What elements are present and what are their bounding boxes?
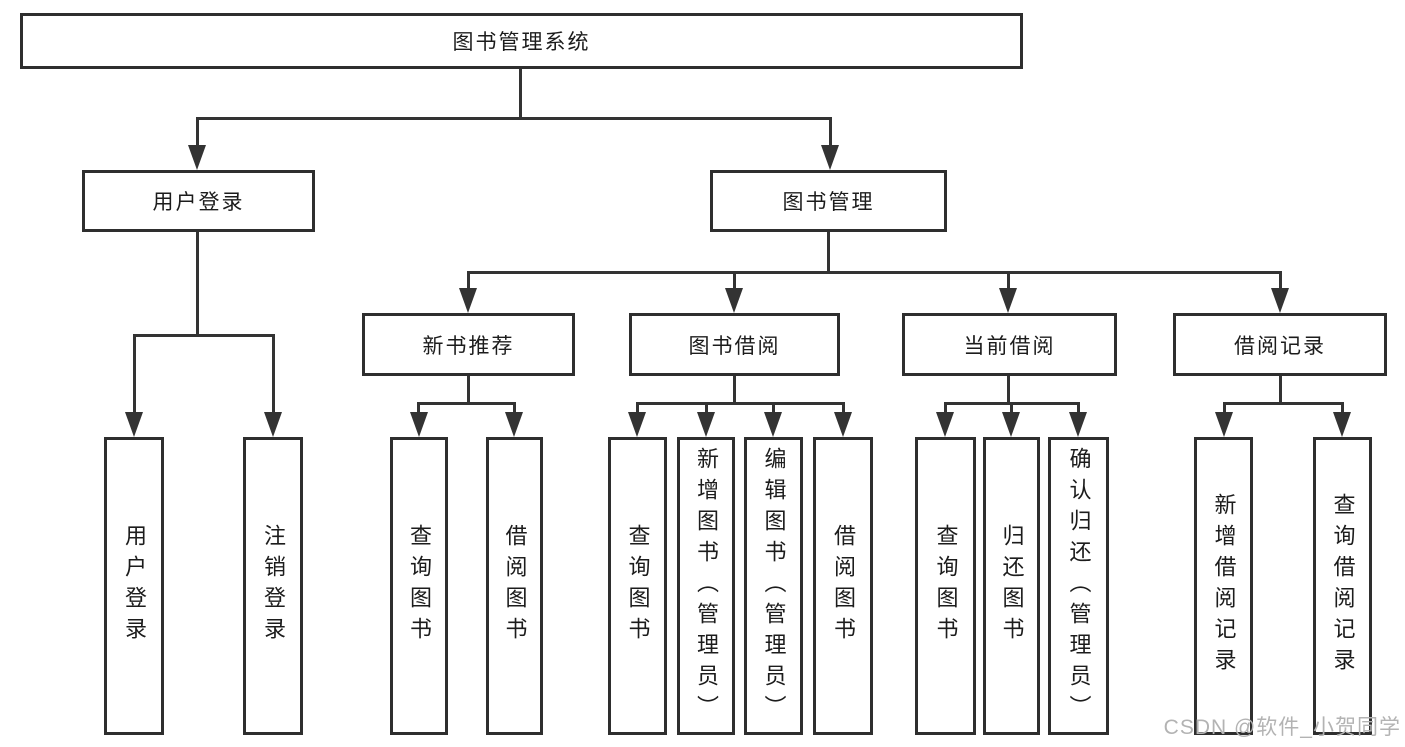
leaf-query-borrow-record: 查询借阅记录 — [1313, 437, 1372, 735]
arrowhead-leaf — [410, 412, 428, 437]
arrowhead-borrow-record — [1271, 288, 1289, 313]
leaf-user-login: 用户登录 — [104, 437, 164, 735]
csdn-watermark: CSDN @软件_小贺同学 — [1163, 716, 1401, 739]
leaf-label: 确认归还（管理员） — [1066, 446, 1092, 726]
arrowhead-leaf — [764, 412, 782, 437]
connector-drop-leaf — [1223, 402, 1226, 416]
node-library-management-system: 图书管理系统 — [20, 13, 1023, 69]
arrowhead-new-book — [459, 288, 477, 313]
leaf-label: 借阅图书 — [831, 524, 856, 648]
arrowhead-logout-leaf — [264, 412, 282, 437]
leaf-label: 查询图书 — [407, 524, 432, 648]
node-new-book-recommend: 新书推荐 — [362, 313, 575, 376]
arrowhead-leaf — [1215, 412, 1233, 437]
leaf-borrow-book: 借阅图书 — [813, 437, 873, 735]
leaf-label: 注销登录 — [261, 524, 286, 648]
connector-drop-leaf — [513, 402, 516, 416]
arrowhead-leaf — [1069, 412, 1087, 437]
leaf-confirm-return-admin: 确认归还（管理员） — [1048, 437, 1109, 735]
leaf-query-book-current: 查询图书 — [915, 437, 976, 735]
leaf-label: 新增借阅记录 — [1211, 493, 1237, 679]
node-label: 当前借阅 — [963, 334, 1056, 358]
node-user-login: 用户登录 — [82, 170, 315, 232]
arrowhead-leaf — [1333, 412, 1351, 437]
connector-root-branch — [196, 117, 832, 120]
arrowhead-login-leaf — [125, 412, 143, 437]
connector-user-login-stem — [196, 232, 199, 337]
leaf-label: 查询图书 — [933, 524, 959, 648]
leaf-label: 查询借阅记录 — [1330, 493, 1356, 679]
arrowhead-current-borrow — [999, 288, 1017, 313]
connector-current-borrow-stem — [1007, 376, 1010, 405]
arrowhead-leaf — [697, 412, 715, 437]
connector-drop-leaf — [417, 402, 420, 416]
node-book-management: 图书管理 — [710, 170, 947, 232]
arrowhead-leaf — [1002, 412, 1020, 437]
node-label: 图书借阅 — [688, 334, 781, 358]
connector-book-borrow-stem — [733, 376, 736, 405]
leaf-logout: 注销登录 — [243, 437, 303, 735]
arrowhead-leaf — [628, 412, 646, 437]
leaf-query-book-recommend: 查询图书 — [390, 437, 448, 735]
connector-drop-new-book — [467, 271, 470, 293]
connector-drop-leaf — [772, 402, 775, 416]
connector-root-stem — [519, 69, 522, 120]
connector-drop-book-borrow — [733, 271, 736, 293]
leaf-label: 查询图书 — [625, 524, 651, 648]
connector-drop-user-login — [196, 117, 199, 148]
connector-drop-borrow-record — [1279, 271, 1282, 293]
node-label: 图书管理 — [782, 191, 875, 214]
connector-drop-leaf — [1077, 402, 1080, 416]
node-label: 用户登录 — [152, 191, 245, 214]
connector-book-borrow-branch — [636, 402, 845, 405]
leaf-label: 编辑图书（管理员） — [761, 446, 787, 726]
leaf-add-borrow-record: 新增借阅记录 — [1194, 437, 1253, 735]
connector-drop-logout-leaf — [272, 334, 275, 416]
connector-drop-leaf — [636, 402, 639, 416]
connector-drop-leaf — [1341, 402, 1344, 416]
node-label: 图书管理系统 — [452, 31, 591, 54]
connector-drop-book-mgmt — [829, 117, 832, 148]
arrowhead-leaf — [505, 412, 523, 437]
connector-borrow-record-branch — [1223, 402, 1344, 405]
connector-book-mgmt-branch — [467, 271, 1282, 274]
arrowhead-leaf — [936, 412, 954, 437]
arrowhead-user-login — [188, 145, 206, 170]
leaf-label: 归还图书 — [999, 524, 1025, 648]
connector-user-login-branch — [133, 334, 275, 337]
arrowhead-leaf — [834, 412, 852, 437]
leaf-borrow-book-recommend: 借阅图书 — [486, 437, 543, 735]
connector-new-book-stem — [467, 376, 470, 405]
arrowhead-book-mgmt — [821, 145, 839, 170]
connector-drop-current-borrow — [1007, 271, 1010, 293]
connector-book-mgmt-stem — [827, 232, 830, 274]
node-borrow-record: 借阅记录 — [1173, 313, 1387, 376]
node-label: 借阅记录 — [1234, 334, 1326, 358]
connector-borrow-record-stem — [1279, 376, 1282, 405]
connector-drop-login-leaf — [133, 334, 136, 416]
connector-drop-leaf — [944, 402, 947, 416]
connector-drop-leaf — [1010, 402, 1013, 416]
connector-new-book-branch — [417, 402, 516, 405]
leaf-query-book-borrow: 查询图书 — [608, 437, 667, 735]
node-book-borrow: 图书借阅 — [629, 313, 840, 376]
leaf-label: 借阅图书 — [502, 524, 528, 648]
leaf-label: 新增图书（管理员） — [694, 446, 719, 726]
connector-drop-leaf — [842, 402, 845, 416]
node-current-borrow: 当前借阅 — [902, 313, 1117, 376]
leaf-label: 用户登录 — [122, 524, 147, 648]
connector-drop-leaf — [705, 402, 708, 416]
arrowhead-book-borrow — [725, 288, 743, 313]
leaf-return-book: 归还图书 — [983, 437, 1040, 735]
leaf-edit-book-admin: 编辑图书（管理员） — [744, 437, 803, 735]
node-label: 新书推荐 — [422, 334, 515, 358]
leaf-add-book-admin: 新增图书（管理员） — [677, 437, 735, 735]
